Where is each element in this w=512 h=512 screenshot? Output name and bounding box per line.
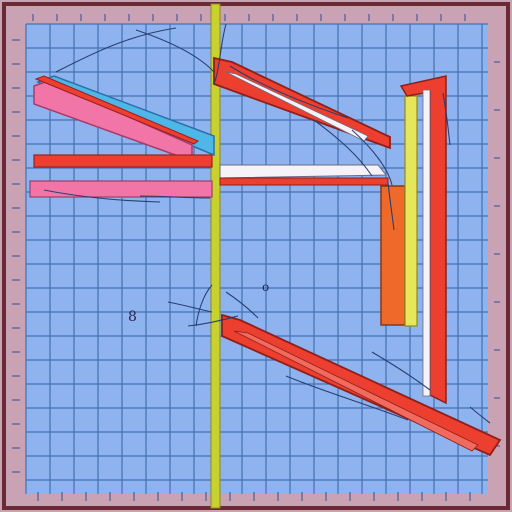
sketch-lines — [43, 23, 491, 424]
left-red-thin-line — [34, 75, 199, 145]
left-red-horizontal — [33, 154, 213, 168]
tick-marks — [12, 14, 500, 501]
bottom-red-slant — [221, 313, 502, 457]
vertical-axis-bar — [210, 3, 221, 509]
left-pink-horizontal — [29, 180, 213, 198]
bottom-red-slant-inner — [233, 330, 479, 452]
right-yellow-vertical — [404, 95, 418, 327]
right-red-horizontal — [219, 177, 389, 186]
right-top-inner-white — [225, 71, 369, 142]
right-white-horizontal — [219, 164, 388, 179]
left-mark: 8 — [128, 309, 137, 325]
right-orange-vertical — [380, 185, 406, 326]
center-mark: o — [262, 280, 269, 294]
right-red-vertical-frame-inner — [422, 89, 431, 397]
